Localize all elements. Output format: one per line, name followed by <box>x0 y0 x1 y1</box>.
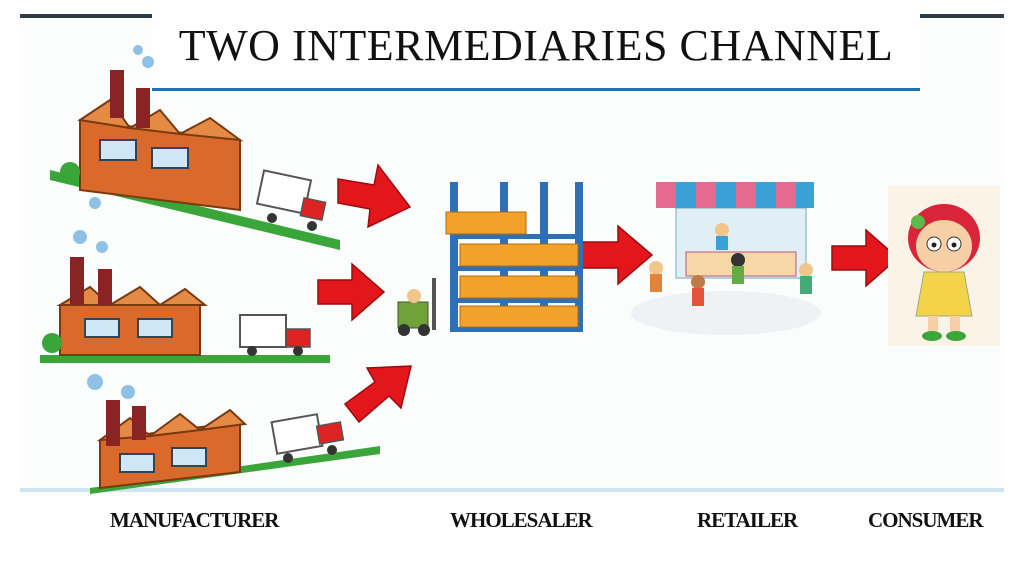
arrow-icon <box>337 163 412 229</box>
label-manufacturer: MANUFACTURER <box>110 508 279 532</box>
bottom-strip <box>20 488 1004 492</box>
arrow-icon <box>831 228 900 288</box>
arrow-icon <box>343 365 412 424</box>
factory-icon <box>40 197 330 363</box>
arrow-icon <box>317 262 386 322</box>
factory-icon <box>50 45 340 250</box>
arrow-icon <box>581 224 654 286</box>
label-retailer: RETAILER <box>697 508 798 532</box>
page-title: TWO INTERMEDIARIES CHANNEL <box>178 21 894 70</box>
title-box: TWO INTERMEDIARIES CHANNEL <box>152 12 920 91</box>
label-consumer: CONSUMER <box>868 508 984 532</box>
warehouse-icon <box>397 182 583 336</box>
girl-icon <box>888 186 1000 346</box>
shop-icon <box>631 182 821 335</box>
factory-icon <box>87 374 380 494</box>
label-wholesaler: WHOLESALER <box>450 508 593 532</box>
